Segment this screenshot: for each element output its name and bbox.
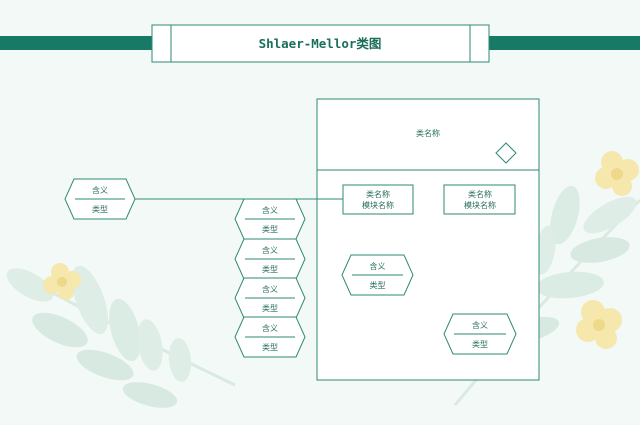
attribute-type: 类型 — [92, 204, 108, 214]
attribute-hexagons: 含义类型含义类型含义类型含义类型含义类型含义类型含义类型 — [64, 178, 517, 358]
flower-decoration-right-bottom — [576, 300, 622, 349]
subclass-box-1[interactable]: 类名称 模块名称 — [342, 184, 414, 215]
flower-decoration-right-top — [595, 151, 639, 196]
attribute-meaning: 含义 — [92, 185, 108, 195]
flower-decoration-left — [43, 263, 81, 300]
diamond-icon — [495, 142, 517, 164]
subclass-module: 模块名称 — [464, 200, 496, 210]
subclass-name: 类名称 — [366, 189, 390, 199]
attribute-type: 类型 — [262, 303, 278, 313]
main-class-name: 类名称 — [416, 128, 440, 138]
attribute-type: 类型 — [262, 224, 278, 234]
subclass-name: 类名称 — [468, 189, 492, 199]
attribute-meaning: 含义 — [262, 323, 278, 333]
subclass-module: 模块名称 — [362, 200, 394, 210]
attribute-meaning: 含义 — [262, 245, 278, 255]
attribute-meaning: 含义 — [262, 205, 278, 215]
attribute-type: 类型 — [370, 280, 386, 290]
subclass-box-2[interactable]: 类名称 模块名称 — [443, 184, 516, 215]
attribute-meaning: 含义 — [472, 320, 488, 330]
attribute-type: 类型 — [262, 264, 278, 274]
attribute-type: 类型 — [262, 342, 278, 352]
diagram-title: Shlaer-Mellor类图 — [259, 36, 382, 51]
title-frame — [151, 24, 490, 63]
attribute-type: 类型 — [472, 339, 488, 349]
attribute-meaning: 含义 — [370, 261, 386, 271]
leaf-decoration-left — [6, 265, 236, 408]
attribute-meaning: 含义 — [262, 284, 278, 294]
title-banner: Shlaer-Mellor类图 — [0, 24, 640, 63]
